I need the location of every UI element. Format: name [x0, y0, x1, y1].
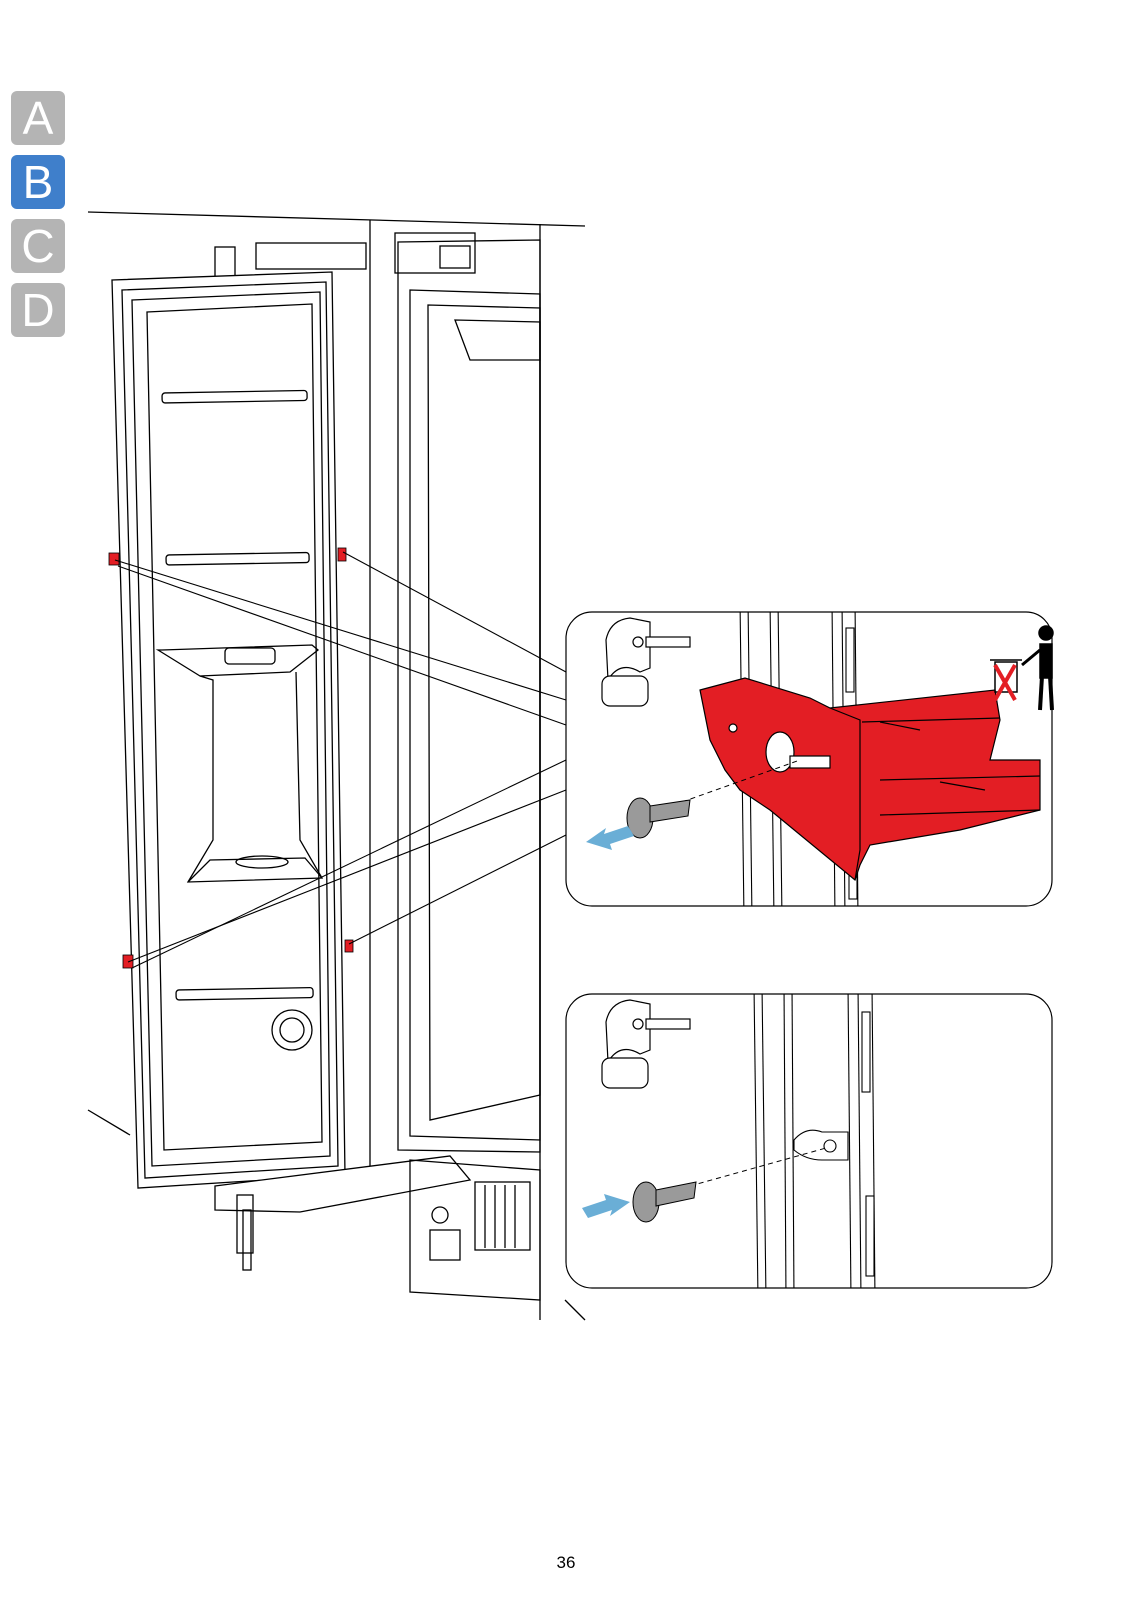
appliance-drawing [88, 212, 585, 1320]
detail-remove-bracket [566, 600, 1053, 920]
page-number: 36 [0, 1553, 1132, 1573]
detail-insert-screw [566, 985, 1052, 1300]
